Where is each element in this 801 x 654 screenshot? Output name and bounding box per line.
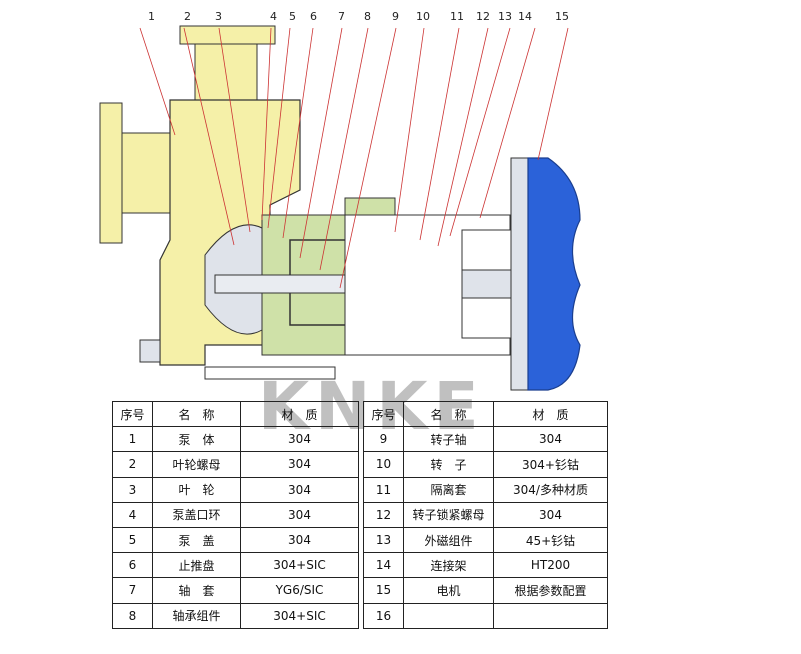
callout-8: 8 (364, 10, 371, 23)
inlet-flange (99, 102, 123, 244)
table-row: 16 (363, 602, 608, 629)
cell-material: 304+SIC (240, 552, 359, 579)
connecting-bracket (344, 214, 511, 356)
cell-material: 304 (240, 501, 359, 528)
callout-11: 11 (450, 10, 464, 23)
cell-number: 9 (363, 426, 404, 453)
callout-7: 7 (338, 10, 345, 23)
callout-14: 14 (518, 10, 532, 23)
header-material: 材 质 (240, 400, 359, 428)
callout-13: 13 (498, 10, 512, 23)
cell-number: 3 (112, 476, 153, 503)
callout-15: 15 (555, 10, 569, 23)
cell-material: 304 (240, 426, 359, 453)
callout-group: 1 2 3 4 5 6 7 8 9 10 11 12 13 14 15 (139, 10, 569, 289)
cell-material: 根据参数配置 (493, 577, 608, 604)
cell-name: 外磁组件 (403, 526, 494, 554)
cell-material: 304/多种材质 (493, 476, 608, 503)
cell-material: 304+SIC (240, 602, 359, 629)
cell-material: 304 (493, 426, 608, 453)
cell-material: 304 (240, 526, 359, 554)
cell-name: 转 子 (403, 451, 494, 478)
callout-3: 3 (215, 10, 222, 23)
motor-flange (510, 157, 529, 391)
cell-material: HT200 (493, 552, 608, 579)
cell-number: 13 (363, 526, 404, 554)
cell-number: 8 (112, 602, 153, 629)
callout-4: 4 (270, 10, 277, 23)
cell-material: YG6/SIC (240, 577, 359, 604)
cell-name: 叶 轮 (152, 476, 241, 503)
cell-number: 16 (363, 602, 404, 629)
cell-name: 电机 (403, 577, 494, 604)
cell-name: 泵盖口环 (152, 501, 241, 528)
header-name: 名 称 (403, 400, 494, 428)
cell-name: 隔离套 (403, 476, 494, 503)
cell-name (403, 602, 494, 629)
outlet-flange (179, 25, 276, 45)
cell-material: 304 (240, 476, 359, 503)
cell-material: 304 (240, 451, 359, 478)
callout-1: 1 (148, 10, 155, 23)
cell-number: 6 (112, 552, 153, 579)
cell-number: 15 (363, 577, 404, 604)
pump-cross-section-diagram: 1 2 3 4 5 6 7 8 9 10 11 12 13 14 15 (99, 10, 581, 391)
cell-name: 叶轮螺母 (152, 451, 241, 478)
cell-number: 5 (112, 526, 153, 554)
cell-number: 11 (363, 476, 404, 503)
callout-6: 6 (310, 10, 317, 23)
cell-material: 304 (493, 501, 608, 528)
cell-name: 泵 盖 (152, 526, 241, 554)
cell-name: 转子轴 (403, 426, 494, 453)
table-header-row: 序号 名 称 材 质 (112, 400, 359, 428)
cell-number: 10 (363, 451, 404, 478)
cell-material: 45+钐钴 (493, 526, 608, 554)
inlet-neck (121, 132, 173, 214)
motor (527, 157, 581, 391)
cell-number: 1 (112, 426, 153, 453)
cell-name: 连接架 (403, 552, 494, 579)
pump-base (204, 366, 336, 380)
cell-number: 12 (363, 501, 404, 528)
base-bolt (139, 339, 161, 363)
callout-10: 10 (416, 10, 430, 23)
cell-material: 304+钐钴 (493, 451, 608, 478)
header-number: 序号 (112, 400, 153, 428)
cell-number: 14 (363, 552, 404, 579)
cell-number: 4 (112, 501, 153, 528)
cell-name: 轴承组件 (152, 602, 241, 629)
cell-number: 2 (112, 451, 153, 478)
callout-12: 12 (476, 10, 490, 23)
header-name: 名 称 (152, 400, 241, 428)
cell-material (493, 602, 608, 629)
cell-name: 轴 套 (152, 577, 241, 604)
cell-name: 泵 体 (152, 426, 241, 453)
header-number: 序号 (363, 400, 404, 428)
cell-name: 转子锁紧螺母 (403, 501, 494, 528)
callout-2: 2 (184, 10, 191, 23)
cell-name: 止推盘 (152, 552, 241, 579)
callout-5: 5 (289, 10, 296, 23)
callout-9: 9 (392, 10, 399, 23)
table-header-row: 序号 名 称 材 质 (363, 400, 608, 428)
cell-number: 7 (112, 577, 153, 604)
header-material: 材 质 (493, 400, 608, 428)
